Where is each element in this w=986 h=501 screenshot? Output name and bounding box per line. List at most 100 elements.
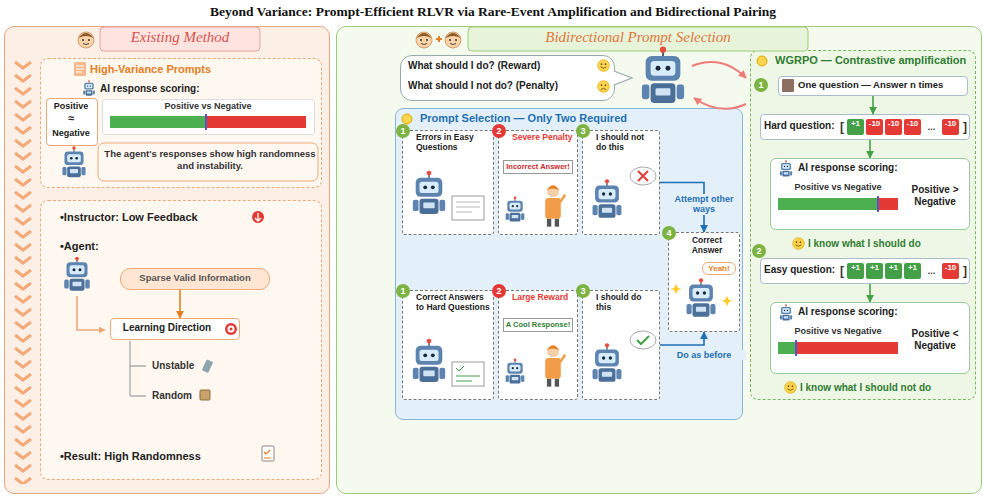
bulb-icon xyxy=(757,56,767,66)
node-text: High-Variance Prompts xyxy=(90,63,290,75)
robot-icon xyxy=(780,160,792,176)
node-text: WGRPO — Contrastive amplification xyxy=(775,54,970,66)
bar-marker xyxy=(877,196,879,212)
kid-face xyxy=(78,32,94,48)
robot xyxy=(506,359,525,384)
node-text: Errors in Easy Questions xyxy=(416,133,490,153)
node-text: I should not do this xyxy=(596,133,656,153)
result-clipboard xyxy=(262,446,274,461)
reward-cell: +1 xyxy=(904,263,921,279)
reward-cell: +1 xyxy=(847,119,864,135)
node-text: What should I not do? (Penalty) xyxy=(408,80,594,91)
question-box: Hard question: xyxy=(760,114,970,140)
score-box: AI response scoring: Positive vs Negative… xyxy=(770,302,970,374)
feedback-arrow xyxy=(255,213,261,221)
curved-arrow xyxy=(694,98,746,109)
node-text: AI response scoring: xyxy=(798,162,948,173)
node-text: Positive vs Negative xyxy=(778,326,898,336)
positive-bar xyxy=(110,116,206,128)
node-text: Positive xyxy=(48,101,94,111)
title: Beyond Variance: Prompt-Efficient RLVR v… xyxy=(0,4,986,20)
teacher xyxy=(545,345,565,387)
robot-smile xyxy=(793,238,805,250)
node-text: ≈ xyxy=(48,113,94,124)
node-text: Positive < Negative xyxy=(904,328,966,351)
clipboard-marks xyxy=(264,450,271,458)
compare-box: Positive ≈ Negative xyxy=(46,98,98,146)
node-text: One question — Answer n times xyxy=(798,79,964,90)
bar-marker xyxy=(795,340,797,356)
callout-number: 4 xyxy=(662,226,676,240)
reward-cell: -10 xyxy=(904,119,921,135)
node-text: What should I do? (Reward) xyxy=(408,60,594,71)
branch-lines xyxy=(130,341,146,396)
thought-cloud xyxy=(630,331,656,349)
negative-bar xyxy=(796,342,898,354)
node-text: Severe Penalty xyxy=(512,133,574,143)
callout-number: 3 xyxy=(576,284,590,298)
flow-line xyxy=(77,296,105,330)
positive-bar xyxy=(778,342,796,354)
question-box: Easy question: xyxy=(760,258,970,284)
thought-cloud xyxy=(630,167,656,185)
node-text: AI response scoring: xyxy=(798,306,948,317)
conclusion-text: I know what I should not do xyxy=(800,382,970,393)
robot-smile xyxy=(785,382,797,394)
happy-robot xyxy=(687,278,716,317)
main-robot xyxy=(642,47,684,103)
status-label: Unstable xyxy=(152,360,212,371)
node-text: Positive vs Negative xyxy=(104,101,312,111)
reward-cell: +1 xyxy=(885,263,902,279)
header-tab xyxy=(468,27,808,51)
header-tab xyxy=(100,27,260,51)
node-text: The agent's responses show high randomne… xyxy=(104,148,316,172)
robot xyxy=(593,343,622,382)
note-frame xyxy=(98,143,318,181)
book-icon xyxy=(782,79,794,92)
kid-face xyxy=(416,32,432,48)
section-box: WGRPO — Contrastive amplificationOne que… xyxy=(750,50,976,400)
comic-panel: Errors in Easy Questions xyxy=(402,130,494,235)
section-box: •Instructor: Low Feedback•Agent:•Result:… xyxy=(40,200,322,480)
node-text: I should do this xyxy=(596,293,656,313)
node-text: Correct Answers to Hard Questions xyxy=(416,293,490,313)
target-center xyxy=(230,328,233,331)
robot xyxy=(413,339,445,382)
robot xyxy=(413,171,445,214)
board-text: A Cool Response! xyxy=(503,318,573,332)
reward-cell: -10 xyxy=(866,119,883,135)
smiley xyxy=(598,60,610,72)
robot xyxy=(506,197,525,222)
kid-face xyxy=(445,32,461,48)
node-text: Negative xyxy=(48,128,94,138)
check-mark xyxy=(637,336,649,344)
reward-cell: +1 xyxy=(847,263,864,279)
bracket: [ xyxy=(838,262,846,280)
target-icon xyxy=(225,323,237,335)
bubble-tail-outline xyxy=(614,71,632,85)
comic-panel: I should not do this xyxy=(582,130,660,235)
target-ring xyxy=(228,326,235,333)
callout-number: 2 xyxy=(752,244,766,258)
robot-icon xyxy=(83,80,95,95)
connector xyxy=(179,290,181,318)
callout-number: 3 xyxy=(576,124,590,138)
score-bar-box: Positive vs Negative xyxy=(102,99,315,135)
reward-cell: -10 xyxy=(942,263,959,279)
unstable-icon xyxy=(202,359,213,373)
comic-panel: Correct Answers to Hard Questions xyxy=(402,290,494,400)
plus-sign xyxy=(436,36,442,42)
ellipsis: ... xyxy=(923,263,940,279)
paper xyxy=(452,196,484,220)
node-text: Positive > Negative xyxy=(904,184,966,207)
callout-number: 2 xyxy=(492,124,506,138)
bracket: [ xyxy=(838,118,846,136)
bracket: ] xyxy=(961,118,969,136)
node-text: Large Reward xyxy=(512,293,574,303)
negative-bar xyxy=(206,116,306,128)
chevron-column xyxy=(12,60,34,484)
robot-icon xyxy=(780,304,792,320)
conclusion-text: I know what I should do xyxy=(808,238,968,249)
